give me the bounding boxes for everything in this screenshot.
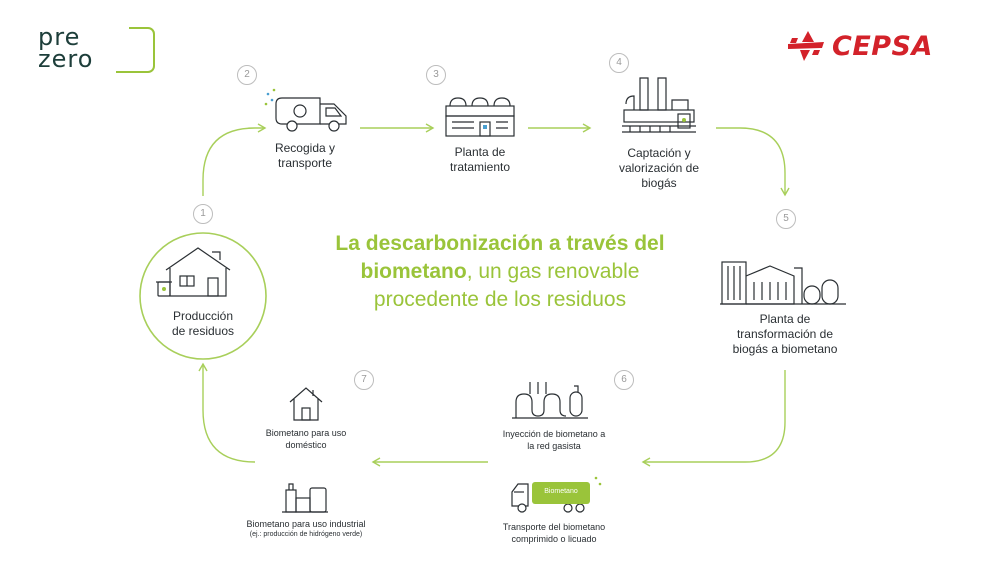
treatment-plant-icon: [445, 97, 515, 137]
cepsa-logo: CEPSA: [786, 30, 933, 62]
cepsa-logo-text: CEPSA: [832, 30, 933, 62]
step-7-domestic-label: Biometano para uso doméstico: [265, 428, 347, 450]
step-6-transport-label: Transporte del biometano comprimido o li…: [502, 522, 606, 544]
industrial-building-icon: [282, 483, 328, 513]
biomethane-truck-icon: [511, 476, 602, 513]
arrow-7-to-1: [198, 362, 256, 463]
step-number-7: 7: [354, 370, 374, 390]
step-number-1: 1: [193, 204, 213, 224]
arrow-4-to-5: [716, 127, 790, 197]
biogas-capture-icon: [622, 77, 696, 133]
prezero-logo-line1: pre: [38, 23, 81, 51]
headline-line-3: procedente de los residuos: [373, 288, 627, 311]
step-number-6: 6: [614, 370, 634, 390]
step-number-4: 4: [609, 53, 629, 73]
step-5-label: Planta de transformación de biogás a bio…: [732, 312, 838, 356]
step-7-industrial-label: Biometano para uso industrial (ej.: prod…: [236, 518, 376, 540]
biomethane-plant-icon: [720, 261, 846, 305]
arrow-5-to-6: [641, 370, 786, 467]
step-1-circle: [139, 232, 267, 360]
truck-tag: Biometano: [544, 488, 578, 495]
arrow-1-to-2: [202, 123, 267, 196]
step-6-injection-label: Inyección de biometano a la red gasista: [502, 429, 606, 451]
step-4-label: Captación y valorización de biogás: [618, 146, 700, 190]
step-3-label: Planta de tratamiento: [449, 145, 511, 174]
gas-grid-injection-icon: [512, 382, 588, 419]
headline-line-1: La descarbonización a través del: [335, 232, 665, 255]
house-waste-icon: [156, 247, 231, 297]
step-1-label: Producción de residuos: [171, 309, 235, 338]
cepsa-logo-icon: [788, 31, 824, 61]
headline-line-2-rest: , un gas renovable: [466, 260, 640, 283]
garbage-truck-icon: [264, 88, 347, 132]
prezero-logo: pre zero: [36, 23, 166, 81]
headline-bold-word: biometano: [360, 260, 467, 283]
step-2-label: Recogida y transporte: [274, 141, 336, 170]
step-number-3: 3: [426, 65, 446, 85]
prezero-logo-line2: zero: [38, 45, 94, 73]
headline: La descarbonización a través del biometa…: [310, 230, 690, 314]
step-number-2: 2: [237, 65, 257, 85]
domestic-house-icon: [289, 387, 323, 421]
step-number-5: 5: [776, 209, 796, 229]
step-7-industrial-note: (ej.: producción de hidrógeno verde): [249, 531, 363, 538]
